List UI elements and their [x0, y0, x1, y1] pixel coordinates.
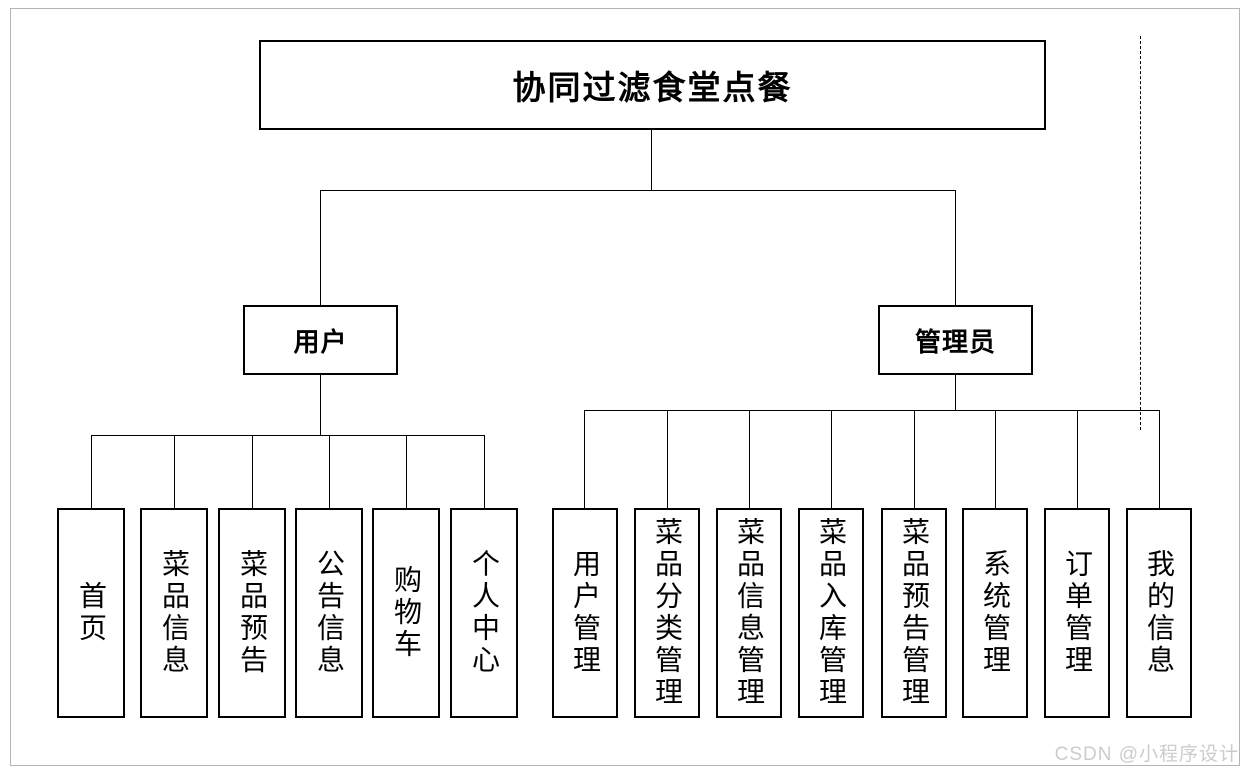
- root-node-label: 协同过滤食堂点餐: [512, 69, 793, 106]
- admin-leaf-node: 菜品预告管理: [881, 508, 947, 718]
- connector-leaf-drop: [484, 435, 485, 508]
- user-leaf-node: 公告信息: [295, 508, 363, 718]
- admin-leaf-node: 菜品入库管理: [798, 508, 864, 718]
- connector-admin-stem: [955, 375, 956, 410]
- user-branch-node: 用户: [243, 305, 398, 375]
- admin-branch-node: 管理员: [878, 305, 1033, 375]
- admin-leaf-node: 用户管理: [552, 508, 618, 718]
- connector-admin-bus: [584, 410, 1160, 411]
- root-node: 协同过滤食堂点餐: [259, 40, 1046, 130]
- connector-leaf-drop: [667, 410, 668, 508]
- connector-root-bus: [320, 190, 956, 191]
- connector-leaf-drop: [91, 435, 92, 508]
- connector-user-stem: [320, 375, 321, 435]
- dashed-guide-line: [1140, 36, 1141, 430]
- connector-leaf-drop: [329, 435, 330, 508]
- connector-leaf-drop: [831, 410, 832, 508]
- connector-leaf-drop: [1077, 410, 1078, 508]
- admin-leaf-node: 订单管理: [1044, 508, 1110, 718]
- connector-user-bus: [91, 435, 485, 436]
- admin-leaf-node: 我的信息: [1126, 508, 1192, 718]
- connector-user-drop: [320, 190, 321, 305]
- user-leaf-node: 首页: [57, 508, 125, 718]
- user-leaf-node: 菜品预告: [218, 508, 286, 718]
- admin-leaf-node: 菜品分类管理: [634, 508, 700, 718]
- connector-leaf-drop: [995, 410, 996, 508]
- connector-admin-drop: [955, 190, 956, 305]
- connector-leaf-drop: [174, 435, 175, 508]
- user-leaf-node: 菜品信息: [140, 508, 208, 718]
- connector-leaf-drop: [406, 435, 407, 508]
- admin-leaf-node: 菜品信息管理: [716, 508, 782, 718]
- user-leaf-node: 个人中心: [450, 508, 518, 718]
- user-branch-label: 用户: [293, 326, 348, 357]
- connector-leaf-drop: [252, 435, 253, 508]
- connector-leaf-drop: [749, 410, 750, 508]
- watermark: CSDN @小程序设计: [1054, 744, 1239, 765]
- admin-branch-label: 管理员: [914, 326, 996, 357]
- admin-leaf-node: 系统管理: [962, 508, 1028, 718]
- user-leaf-node: 购物车: [372, 508, 440, 718]
- connector-leaf-drop: [1159, 410, 1160, 508]
- connector-leaf-drop: [584, 410, 585, 508]
- connector-root-stem: [651, 130, 652, 190]
- connector-leaf-drop: [914, 410, 915, 508]
